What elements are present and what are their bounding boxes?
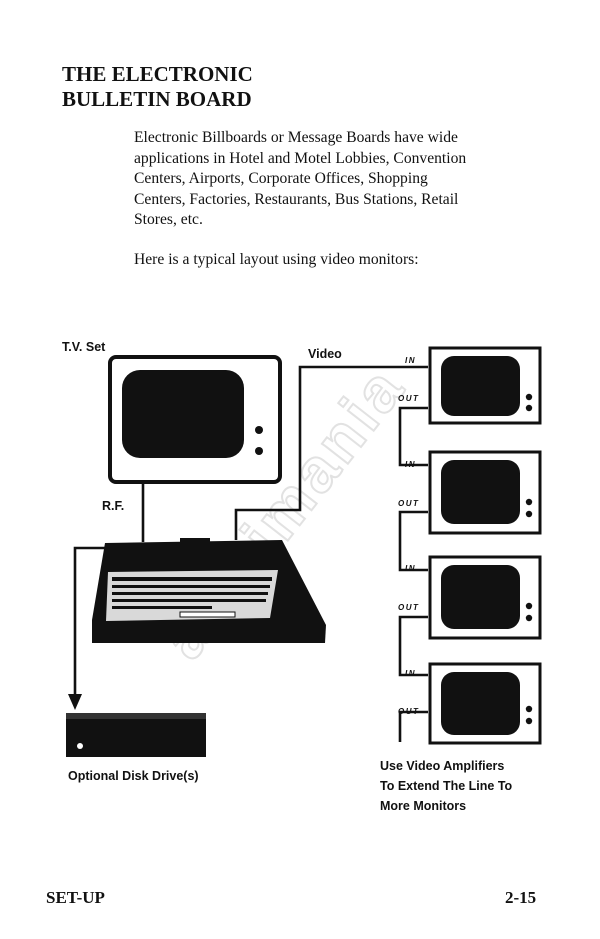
rf-label: R.F. (102, 499, 125, 513)
page-title: THE ELECTRONIC BULLETIN BOARD (62, 62, 253, 112)
monitor-1 (428, 346, 542, 425)
port-in-label: IN (405, 460, 416, 469)
chain-cable-1 (398, 406, 428, 467)
monitor-3 (428, 555, 542, 640)
disk-cable (73, 546, 105, 700)
video-cable (234, 365, 428, 540)
amplifier-note-line: More Monitors (380, 799, 467, 813)
monitor-2 (428, 450, 542, 535)
port-out-label: OUT (398, 394, 419, 403)
title-line-1: THE ELECTRONIC (62, 62, 253, 86)
tv-set-label: T.V. Set (62, 340, 106, 354)
page-number: 2-15 (505, 888, 537, 907)
tv-set (108, 355, 282, 484)
amplifier-note: Use Video Amplifiers To Extend The Line … (380, 756, 512, 816)
port-out-label: OUT (398, 603, 419, 612)
port-in-label: IN (405, 669, 416, 678)
disk-drive-label: Optional Disk Drive(s) (68, 769, 199, 783)
port-out-label: OUT (398, 499, 419, 508)
port-out-label: OUT (398, 707, 419, 716)
port-in-label: IN (405, 356, 416, 365)
amplifier-note-line: To Extend The Line To (380, 779, 513, 793)
chain-cable-end (398, 710, 428, 742)
intro-line: applications in Hotel and Motel Lobbies,… (134, 149, 467, 167)
title-line-2: BULLETIN BOARD (62, 87, 252, 111)
video-label: Video (308, 347, 342, 361)
intro-line: Centers, Factories, Restaurants, Bus Sta… (134, 190, 459, 208)
intro-paragraph: Electronic Billboards or Message Boards … (134, 128, 554, 231)
cables (73, 365, 428, 742)
amplifier-note-line: Use Video Amplifiers (380, 759, 505, 773)
port-in-label: IN (405, 564, 416, 573)
disk-drive (66, 713, 206, 757)
computer-console (92, 538, 326, 643)
layout-intro: Here is a typical layout using video mon… (134, 251, 419, 268)
monitor-4 (428, 662, 542, 745)
intro-line: Centers, Airports, Corporate Offices, Sh… (134, 170, 428, 188)
chain-cable-2 (398, 510, 428, 572)
disk-arrow-icon (68, 694, 82, 710)
intro-line: Stores, etc. (134, 211, 203, 229)
chain-cable-3 (398, 615, 428, 677)
footer-section: SET-UP (46, 888, 105, 907)
intro-line: Electronic Billboards or Message Boards … (134, 129, 458, 146)
